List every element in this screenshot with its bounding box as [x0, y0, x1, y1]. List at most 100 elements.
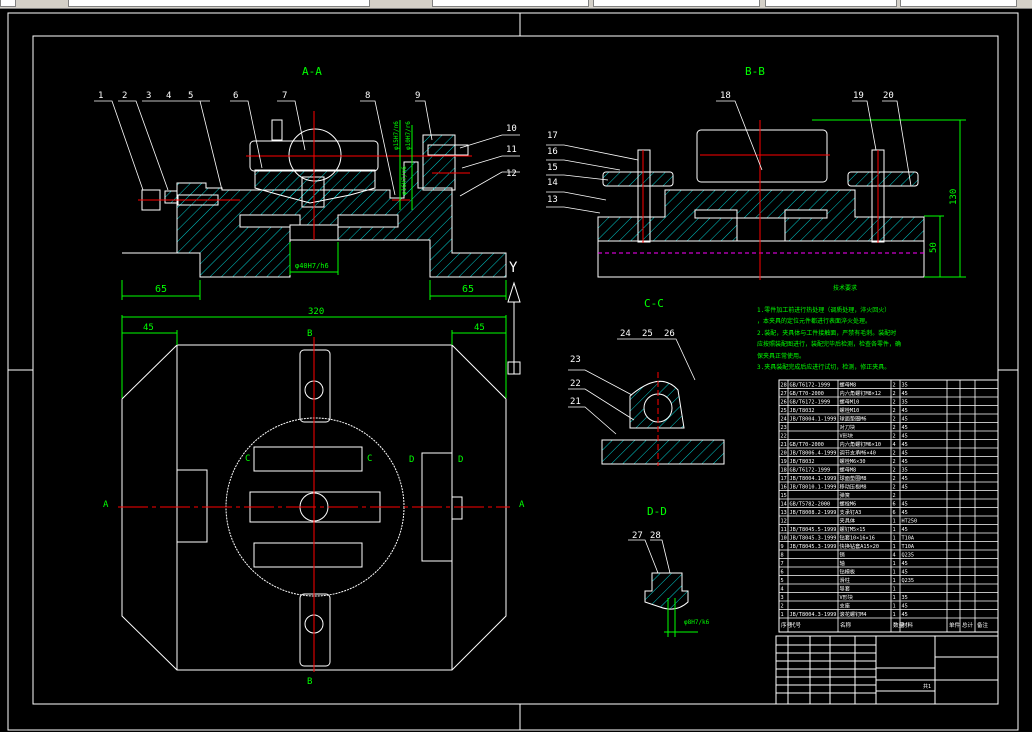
- parts-cell-code: JB/T8032: [790, 459, 815, 465]
- dim-aa-bore: φ40H7/h6: [295, 262, 329, 270]
- parts-cell-qty: 2: [893, 468, 896, 474]
- callout-18: 18: [720, 91, 731, 101]
- drawing-canvas[interactable]: A-A 65 65: [0, 9, 1032, 732]
- parts-cell-no: 5: [781, 578, 784, 584]
- parts-cell-no: 2: [781, 604, 784, 610]
- callout-21: 21: [570, 397, 581, 407]
- section-view-dd: D-D φ8H7/k6 27 28: [628, 505, 710, 637]
- callout-7: 7: [282, 91, 287, 101]
- parts-cell-qty: 1: [893, 612, 896, 618]
- parts-cell-no: 18: [781, 468, 787, 474]
- parts-cell-code: JB/T8045.3-1999: [790, 536, 837, 542]
- parts-cell-no: 25: [781, 408, 787, 414]
- callout-16: 16: [547, 147, 558, 157]
- toolbar-lineweight-field[interactable]: [765, 0, 897, 7]
- parts-cell-material: Q235: [902, 553, 915, 559]
- parts-cell-material: 45: [902, 561, 908, 567]
- callout-labels-cc: 21 22 23 24 25 26: [570, 329, 675, 407]
- parts-cell-name: 滑柱: [840, 576, 850, 584]
- tech-req-line-5: 保夹具正常使用。: [757, 352, 805, 360]
- parts-cell-material: 35: [902, 595, 908, 601]
- parts-cell-material: 45: [902, 570, 908, 576]
- callout-14: 14: [547, 178, 558, 188]
- parts-cell-material: 45: [902, 434, 908, 440]
- parts-cell-code: GB/T70-2000: [790, 391, 824, 397]
- parts-cell-name: 螺栓M6×30: [840, 457, 866, 465]
- callout-10: 10: [506, 124, 517, 134]
- view-title-cc: C-C: [644, 297, 664, 310]
- section-marks: A A B B C C D D: [103, 329, 525, 687]
- plan-view: 320 45 45 A A B B C C D D: [103, 307, 525, 687]
- parts-cell-name: 球面垫圈M8: [840, 474, 867, 482]
- mark-a-left: A: [103, 500, 109, 510]
- parts-header-cell: 名称: [840, 621, 852, 629]
- parts-cell-material: 45: [902, 425, 908, 431]
- parts-cell-code: JB/T8045.5-1999: [790, 527, 837, 533]
- tech-req-line-6: 3.夹具装配完成后应进行试切，检测，修正夹具。: [757, 363, 890, 371]
- callout-20: 20: [883, 91, 894, 101]
- toolbar-linetype-field[interactable]: [593, 0, 760, 7]
- parts-cell-name: 内六角螺钉M6×10: [840, 440, 882, 448]
- title-block: [775, 635, 999, 705]
- toolbar-layer-field[interactable]: [68, 0, 370, 7]
- parts-cell-name: 钻模板: [840, 568, 856, 576]
- tech-requirements: 技术要求 1.零件加工前进行热处理（调质处理，淬火回火） ，本夹具的定位元件都进…: [757, 284, 901, 371]
- parts-header-cell: 单件: [949, 621, 961, 629]
- parts-cell-material: T10A: [902, 536, 915, 542]
- parts-cell-no: 17: [781, 476, 787, 482]
- parts-cell-material: 45: [902, 459, 908, 465]
- parts-cell-qty: 1: [893, 527, 896, 533]
- callout-2: 2: [122, 91, 127, 101]
- view-title-dd: D-D: [647, 505, 667, 518]
- parts-cell-name: 轴: [840, 559, 845, 567]
- callout-4: 4: [166, 91, 171, 101]
- parts-table-border: [778, 379, 999, 633]
- callouts-bb: [546, 100, 912, 214]
- cad-toolbar: [0, 0, 1032, 9]
- parts-cell-qty: 2: [893, 417, 896, 423]
- parts-cell-code: JB/T8032: [790, 408, 815, 414]
- parts-header-cell: 序号: [781, 621, 793, 629]
- callout-labels-aa: 1 2 3 4 5 6 7 8 9 10 11 12: [98, 91, 517, 179]
- parts-cell-qty: 2: [893, 476, 896, 482]
- parts-cell-qty: 6: [893, 510, 896, 516]
- parts-header-cell: 数量: [893, 621, 905, 629]
- sheet-frame: [7, 12, 1019, 731]
- parts-cell-no: 27: [781, 391, 787, 397]
- parts-cell-qty: 1: [893, 604, 896, 610]
- toolbar-color-field[interactable]: [432, 0, 589, 7]
- title-block-sheet-note: 共1: [923, 683, 931, 690]
- parts-cell-no: 26: [781, 400, 787, 406]
- parts-cell-name: V形块: [840, 432, 854, 440]
- parts-cell-qty: 1: [893, 595, 896, 601]
- toolbar-plotstyle-field[interactable]: [900, 0, 1017, 7]
- section-view-aa: A-A 65 65: [94, 65, 521, 375]
- parts-cell-material: 45: [902, 476, 908, 482]
- dim-aa-fit3: φ16H7/n6: [401, 166, 408, 195]
- parts-cell-material: 45: [902, 391, 908, 397]
- parts-cell-qty: 1: [893, 519, 896, 525]
- parts-cell-no: 19: [781, 459, 787, 465]
- section-view-bb: B-B 130 50: [546, 65, 966, 280]
- parts-header-cell: 代号: [790, 621, 802, 629]
- callout-22: 22: [570, 379, 581, 389]
- parts-cell-code: JB/T8004.1-1999: [790, 417, 837, 423]
- callout-25: 25: [642, 329, 653, 339]
- parts-cell-material: Q235: [902, 578, 915, 584]
- parts-cell-name: 钻套10×16×16: [840, 534, 875, 542]
- toolbar-dropdown[interactable]: [0, 0, 16, 7]
- parts-cell-code: JB/T8008.2-1999: [790, 510, 837, 516]
- callout-labels-bb: 13 14 15 16 17 18 19 20: [547, 91, 894, 205]
- callout-11: 11: [506, 145, 517, 155]
- tech-req-title: 技术要求: [833, 284, 857, 292]
- parts-cell-material: 45: [902, 510, 908, 516]
